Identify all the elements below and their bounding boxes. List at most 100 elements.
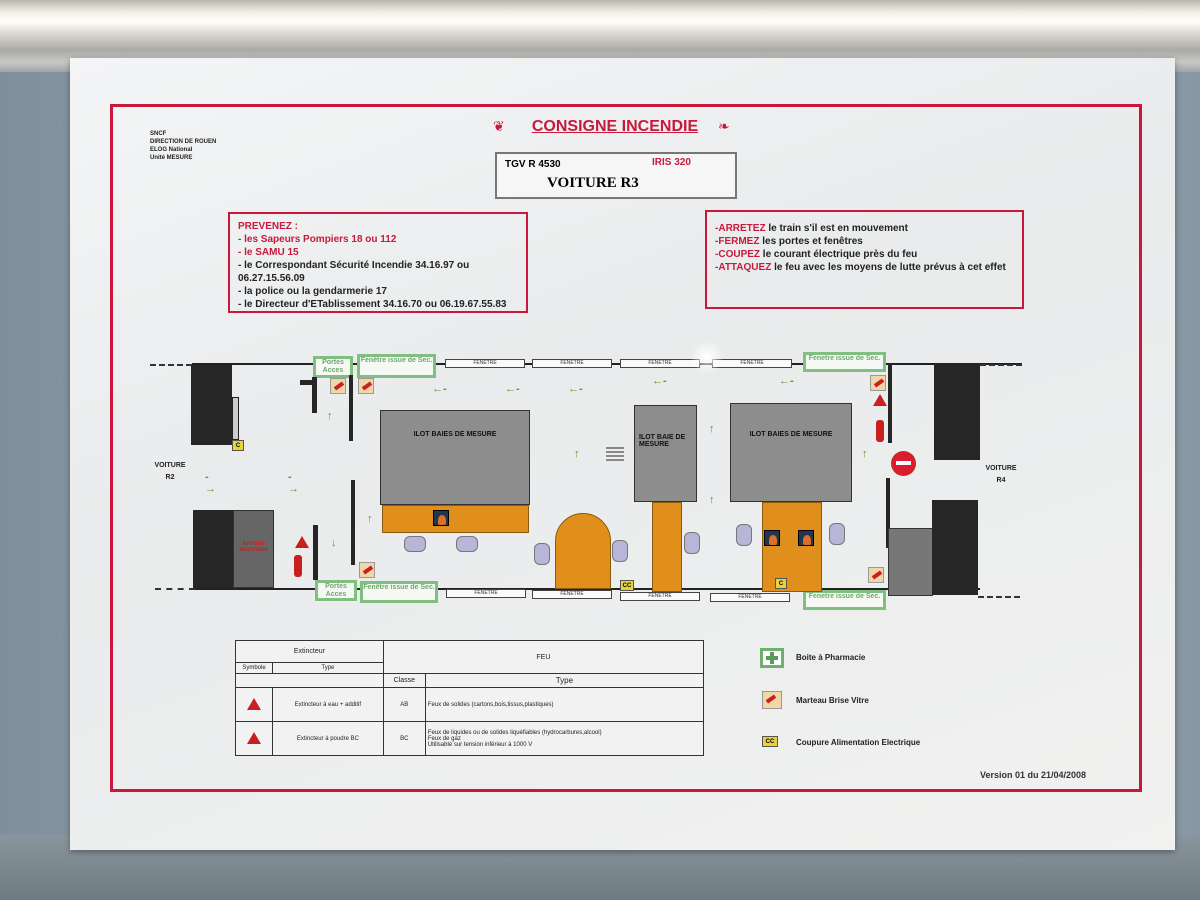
evacuation-arrow-left-icon — [505, 383, 520, 395]
desk — [762, 502, 822, 592]
org-line: DIRECTION DE ROUEN — [150, 139, 217, 145]
fenetre-issue-bottom-right: Fenetre issue de Sec. — [803, 590, 886, 610]
version-label: Version 01 du 21/04/2008 — [980, 770, 1087, 780]
actions-box: -ARRETEZ le train s'il est en mouvement … — [705, 210, 1024, 309]
partition — [300, 380, 316, 385]
desk — [652, 502, 682, 592]
fenetre-issue-top: Fenêtre issue de Sec. — [357, 354, 436, 378]
ilot-baies-3: ILOT BAIES DE MESURE — [730, 403, 852, 502]
ornament-icon: ❦ — [493, 118, 505, 134]
org-line: ELOG National — [150, 147, 193, 153]
legend-power-cut: Coupure Alimentation Electrique — [796, 738, 921, 747]
fire-type: Feux de solides (cartons,bois,tissus,pla… — [424, 687, 705, 722]
fire-class: AB — [382, 687, 426, 722]
legend-pharmacy: Boite à Pharmacie — [796, 653, 866, 662]
fenetre: FENETRE — [712, 359, 792, 368]
chair-icon — [534, 543, 550, 565]
cabinet — [934, 363, 980, 460]
water-extinguisher-icon — [247, 697, 261, 710]
fire-class: BC — [382, 721, 426, 756]
chair-icon — [736, 524, 752, 546]
wall-bottom-line — [195, 588, 980, 590]
hammer-icon — [330, 378, 346, 394]
evacuation-arrow-right-icon — [288, 471, 299, 495]
pharmacy-box-icon — [760, 648, 784, 668]
desk — [382, 505, 529, 533]
partition — [888, 363, 892, 443]
action-line: -FERMEZ les portes et fenêtres — [715, 236, 863, 247]
operator-icon — [798, 530, 814, 546]
th-feu-type: Type — [424, 673, 705, 688]
evacuation-arrow-left-icon — [568, 383, 583, 395]
extinguisher-sign-icon — [295, 536, 309, 548]
th-feu: FEU — [382, 640, 705, 674]
org-line: Unité MESURE — [150, 155, 193, 161]
prevenez-line: - le Directeur d'ETablissement 34.16.70 … — [238, 299, 507, 310]
armoire-electrique: Armoire électrique — [233, 510, 274, 588]
hammer-icon — [762, 691, 782, 709]
ilot-baie-2: ILOT BAIE DE MESURE — [634, 405, 697, 502]
wall-dashed — [978, 596, 1020, 598]
train-model: TGV R 4530 — [505, 159, 561, 170]
printer-icon — [606, 447, 624, 461]
prevenez-line: - le Correspondant Sécurité Incendie 34.… — [238, 260, 470, 284]
prevenez-line: - la police ou la gendarmerie 17 — [238, 286, 387, 297]
table-row: Extincteur à eau + additif AB Feux de so… — [235, 687, 705, 722]
fenetre: FENETRE — [620, 592, 700, 601]
ornament-icon: ❧ — [718, 118, 730, 134]
wall-dashed — [980, 364, 1022, 366]
sign-title: CONSIGNE INCENDIE — [531, 118, 699, 135]
org-block: SNCF DIRECTION DE ROUEN ELOG National Un… — [150, 130, 216, 162]
wall-dashed — [155, 588, 195, 590]
power-cut-c: C — [775, 578, 787, 589]
cabinet — [932, 500, 978, 595]
evacuation-arrow-down-icon — [331, 537, 337, 549]
evacuation-arrow-up-icon — [574, 448, 580, 460]
evacuation-arrow-right-icon — [205, 471, 216, 495]
th-classe: Classe — [382, 673, 426, 688]
th-type: Type — [272, 662, 384, 674]
prevenez-line: - les Sapeurs Pompiers 18 ou 112 — [238, 234, 397, 245]
partition — [349, 375, 353, 441]
fenetre: FENETRE — [620, 359, 700, 368]
chair-icon — [612, 540, 628, 562]
ext-type: Extincteur à poudre BC — [272, 721, 384, 756]
fire-extinguisher-icon — [294, 555, 302, 577]
cabinet-gray — [888, 528, 933, 596]
evacuation-arrow-up-icon — [709, 494, 715, 506]
partition — [351, 480, 355, 565]
extinguisher-sign-icon — [873, 394, 887, 406]
power-cut-c: C — [232, 440, 244, 451]
voiture-label: VOITURE R3 — [547, 175, 639, 191]
fenetre: FENETRE — [445, 359, 525, 368]
portes-acces-top: Portes Acces — [313, 356, 353, 378]
no-entry-icon — [891, 451, 916, 476]
hammer-icon — [358, 378, 374, 394]
prevenez-box: PREVENEZ : - les Sapeurs Pompiers 18 ou … — [228, 212, 528, 313]
fenetre: FENETRE — [532, 590, 612, 599]
evacuation-arrow-up-icon — [367, 513, 373, 525]
partition — [886, 478, 890, 548]
iris-number: IRIS 320 — [652, 157, 691, 168]
prevenez-heading: PREVENEZ : — [238, 221, 299, 232]
chair-icon — [684, 532, 700, 554]
evacuation-arrow-left-icon — [652, 375, 667, 387]
prevenez-line: - le SAMU 15 — [238, 247, 299, 258]
evacuation-arrow-left-icon — [432, 383, 447, 395]
partition — [312, 377, 317, 413]
chair-icon — [456, 536, 478, 552]
chair-icon — [404, 536, 426, 552]
partition — [313, 525, 318, 580]
glare — [690, 340, 724, 374]
portes-acces-bottom: Portes Acces — [315, 580, 357, 601]
fire-type: Feux de liquides ou de solides liquéfiab… — [424, 721, 705, 756]
cabinet — [191, 365, 232, 445]
legend-hammer: Marteau Brise Vitre — [796, 696, 869, 705]
power-cut-icon: CC — [762, 736, 778, 747]
cabinet — [193, 510, 233, 588]
operator-icon — [764, 530, 780, 546]
hammer-icon — [359, 562, 375, 578]
